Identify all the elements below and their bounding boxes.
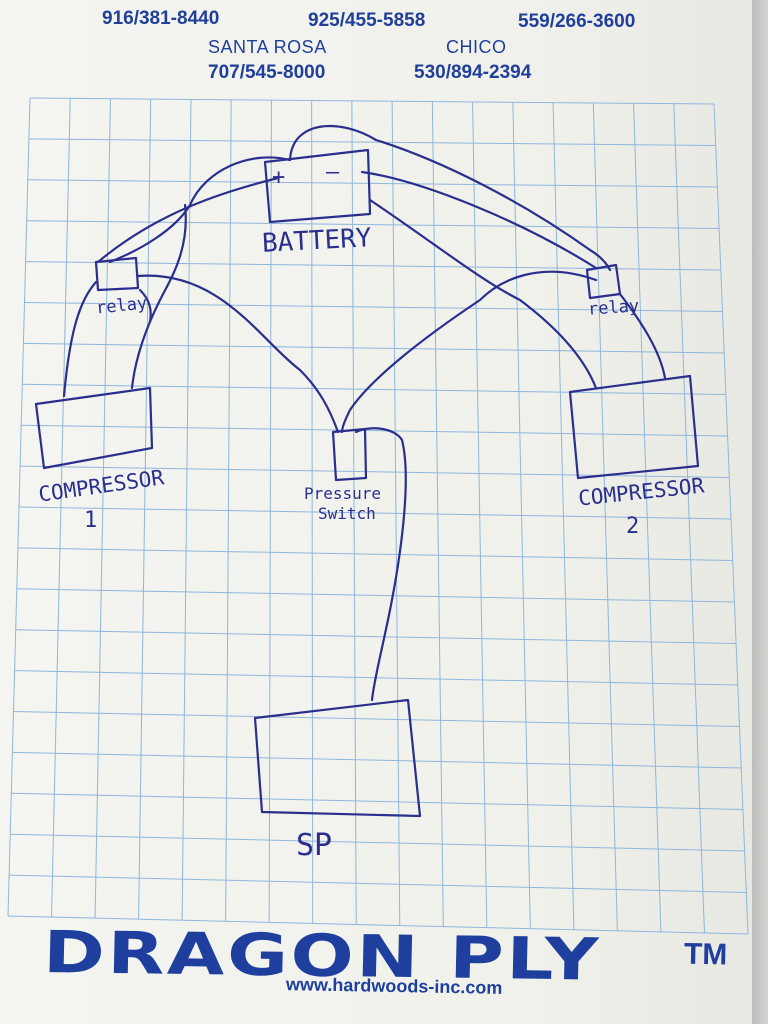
grid-line-horizontal [23,342,725,354]
compressor-1-number: 1 [84,508,98,533]
sp-label: SP [296,828,333,863]
city-chico: CHICO [446,37,507,57]
compressor-2-number: 2 [626,514,640,539]
graph-paper-grid [7,97,749,935]
pressure-switch-label-line1: Pressure [304,484,382,503]
battery-box [263,148,372,224]
grid-line-horizontal [24,302,723,312]
grid-line-horizontal [27,179,718,188]
grid-line-horizontal [22,383,726,395]
phone-santa-rosa: 707/545-8000 [208,62,326,83]
compressor-2-box [568,374,700,480]
pressure-switch-label-line2: Switch [318,504,376,523]
wire-pressure-switch-to-sp [354,427,407,702]
grid-line-horizontal [18,506,732,520]
phone-sacramento: 916/381-8440 [102,8,220,29]
desk-surface [752,0,768,1024]
grid-line-horizontal [26,220,720,229]
phone-fresno: 559/266-3600 [518,11,636,32]
wire-left-relay-to-compressor-1 [62,280,98,398]
wires [34,124,700,818]
grid-line-horizontal [28,138,716,146]
battery-plus-label: + [272,165,286,190]
wire-left-relay-side [138,288,152,324]
trademark-mark: TM [683,937,728,972]
sp-box [253,698,422,818]
relay-left-box [94,256,140,292]
battery-label: BATTERY [261,223,373,259]
wire-right-relay-to-compressor-2 [618,292,667,380]
grid-line-horizontal [16,588,735,603]
city-santa-rosa: SANTA ROSA [208,37,327,57]
wire-battery-to-right-relay [360,170,598,270]
grid-line-horizontal [29,97,715,105]
wire-battery-to-left-relay [96,176,280,264]
grid-line-horizontal [25,261,721,271]
grid-line-horizontal [12,751,742,769]
wire-battery-to-compressor-2 [368,198,598,390]
website-url: www.hardwoods-inc.com [285,974,503,998]
phone-chico: 530/894-2394 [414,62,532,83]
wire-right-relay-to-pressure-switch [340,270,598,434]
pressure-switch-box [331,427,368,482]
battery-minus-label: — [326,160,340,185]
wire-left-relay-to-pressure-switch [136,274,340,434]
phone-livermore: 925/455-5858 [308,10,426,31]
relay-right-label: relay [587,296,640,320]
grid-line-horizontal [7,915,749,935]
wire-top-loop [288,124,612,272]
compressor-1-box [34,386,154,470]
grid-line-horizontal [13,711,740,727]
wire-top-loop-left [108,156,292,264]
grid-line-horizontal [21,424,728,437]
grid-line-horizontal [9,874,747,893]
grid-line-horizontal [11,792,743,810]
grid-line-horizontal [15,629,737,644]
grid-line-horizontal [17,547,733,561]
grid-line-horizontal [10,833,745,852]
relay-right-box [585,263,622,300]
wire-battery-to-compressor-1 [130,203,187,390]
